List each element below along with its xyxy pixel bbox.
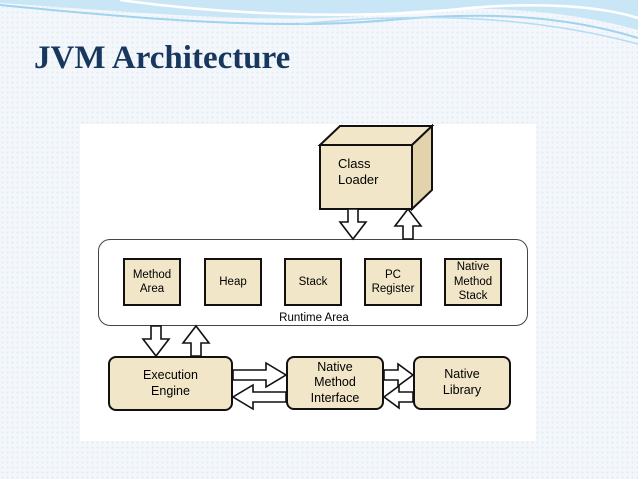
header-wave-decoration <box>0 0 638 45</box>
arrow-interface-to-engine <box>231 383 287 411</box>
arrow-engine-to-runtime <box>181 324 211 357</box>
heap-box: Heap <box>204 258 262 306</box>
arrow-interface-to-library <box>383 362 415 388</box>
arrow-engine-to-interface <box>232 361 288 389</box>
pc-register-box: PC Register <box>364 258 422 306</box>
runtime-area-label: Runtime Area <box>279 312 349 324</box>
arrow-runtime-to-engine <box>141 325 171 358</box>
stack-box: Stack <box>284 258 342 306</box>
native-method-interface-box: Native Method Interface <box>286 356 384 410</box>
native-method-stack-box: Native Method Stack <box>444 258 502 306</box>
class-loader-label: Class Loader <box>338 156 379 188</box>
native-library-box: Native Library <box>413 356 511 410</box>
arrow-runtime-to-classloader <box>393 207 423 240</box>
arrow-library-to-interface <box>382 384 414 410</box>
execution-engine-box: Execution Engine <box>108 356 233 411</box>
slide-title: JVM Architecture <box>34 40 291 76</box>
method-area-box: Method Area <box>123 258 181 306</box>
arrow-classloader-to-runtime <box>338 208 368 241</box>
